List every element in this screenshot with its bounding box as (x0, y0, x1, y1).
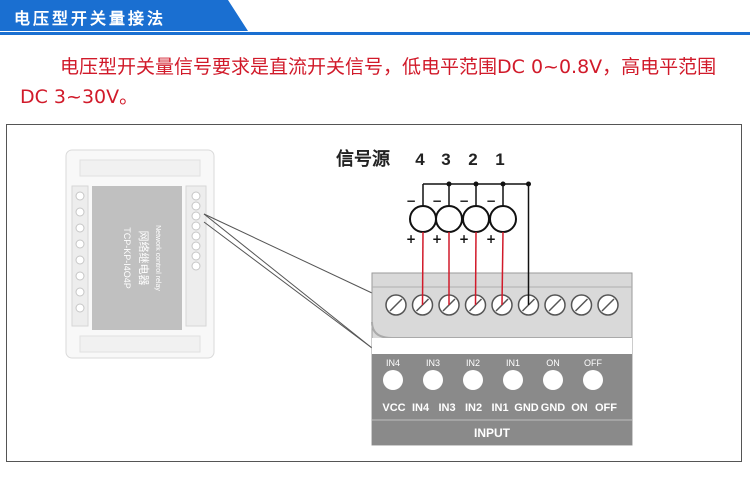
input-button (383, 370, 403, 390)
terminal-label: IN4 (412, 402, 430, 414)
device-label-plate (92, 186, 182, 330)
minus-sign: − (406, 194, 416, 208)
plus-sign: + (432, 232, 442, 246)
plus-sign: + (459, 232, 469, 246)
header-tab (0, 0, 248, 31)
device-right-terminals (185, 185, 207, 327)
terminal-screw (385, 294, 407, 316)
minus-sign: − (459, 194, 469, 208)
device-left-terminals (71, 185, 89, 327)
input-button (503, 370, 523, 390)
button-label: IN4 (386, 358, 400, 368)
terminal-label: VCC (382, 402, 405, 414)
device-model-text: TCP-KP-I4O4P (122, 227, 132, 289)
section-title: 电压型开关量接法 (14, 9, 167, 28)
source-circle (409, 205, 437, 233)
device-top-tab (79, 159, 201, 177)
button-label: IN1 (506, 358, 520, 368)
device-bottom-tab (79, 335, 201, 353)
panel-gap (372, 338, 632, 354)
source-circle (435, 205, 463, 233)
zoom-lines (203, 213, 373, 349)
terminal-label: GND (514, 402, 539, 414)
device-name-text: 网络继电器 (137, 231, 151, 286)
terminal-label: IN3 (438, 402, 455, 414)
button-label: IN3 (426, 358, 440, 368)
device-subtitle-text: Network control relay (154, 225, 161, 291)
terminal-screw (570, 294, 593, 316)
source-circle (462, 205, 490, 233)
button-label: IN2 (466, 358, 480, 368)
plus-sign: + (406, 232, 416, 246)
terminal-label: GND (541, 402, 566, 414)
source-number: 3 (441, 150, 450, 169)
input-button (463, 370, 483, 390)
source-number: 2 (468, 150, 477, 169)
plus-sign: + (486, 232, 496, 246)
source-number: 4 (415, 150, 425, 169)
terminal-label: IN1 (491, 402, 508, 414)
terminal-screw (544, 294, 566, 316)
input-footer-label: INPUT (474, 426, 511, 440)
input-button (583, 370, 603, 390)
button-label: OFF (584, 358, 602, 368)
input-button (423, 370, 443, 390)
input-buttons: IN4 IN3 IN2 IN1 ON OFF (383, 358, 603, 390)
section-header: 电压型开关量接法 (0, 0, 750, 35)
button-label: ON (546, 358, 560, 368)
description-body: 电压型开关量信号要求是直流开关信号，低电平范围DC 0~0.8V，高电平范围DC… (20, 56, 717, 108)
minus-sign: − (432, 194, 442, 208)
terminal-label: OFF (595, 402, 617, 414)
signal-wire (474, 231, 477, 306)
signal-wire (421, 231, 424, 306)
header-rule (0, 32, 750, 35)
minus-sign: − (486, 194, 496, 208)
device-picture: 网络继电器 TCP-KP-I4O4P Network control relay (65, 149, 215, 359)
terminal-label: ON (571, 402, 588, 414)
signal-wire (501, 231, 504, 306)
source-label: 信号源 (336, 148, 390, 170)
input-button (543, 370, 563, 390)
terminal-screw (597, 294, 619, 316)
source-circle (489, 205, 517, 233)
description-text: 电压型开关量信号要求是直流开关信号，低电平范围DC 0~0.8V，高电平范围DC… (20, 52, 740, 112)
source-number: 1 (495, 150, 504, 169)
signal-source-4: −+ (486, 181, 517, 306)
label-strip (372, 354, 632, 445)
terminal-label: IN2 (465, 402, 482, 414)
source-circles: −+−+−+−+ (406, 181, 531, 306)
